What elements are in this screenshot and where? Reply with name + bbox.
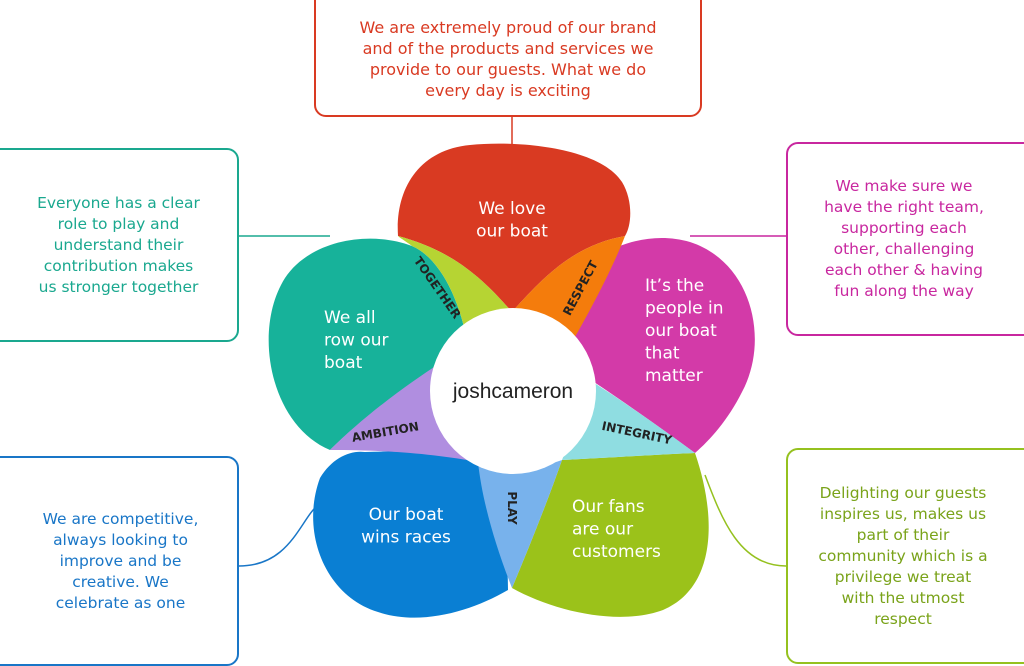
petal-bottom-right (512, 453, 709, 617)
petal-left (268, 238, 468, 450)
connector-bottom-right (704, 474, 787, 567)
description-box-left-text: Everyone has a clear role to play and un… (37, 193, 200, 296)
description-box-left: Everyone has a clear role to play and un… (0, 148, 239, 342)
description-box-bottom-left-text: We are competitive, always looking to im… (42, 509, 199, 612)
description-box-right-text: We make sure we have the right team, sup… (824, 177, 984, 300)
description-box-top: We are extremely proud of our brand and … (314, 0, 702, 117)
center-circle (430, 308, 596, 474)
description-box-bottom-right-text: Delighting our guests inspires us, makes… (818, 483, 988, 628)
center-label: joshcameron (452, 380, 573, 403)
lens-play (478, 460, 562, 588)
description-box-right: We make sure we have the right team, sup… (786, 142, 1024, 336)
petal-top (397, 143, 631, 312)
description-box-top-text: We are extremely proud of our brand and … (359, 17, 657, 100)
description-box-bottom-left: We are competitive, always looking to im… (0, 456, 239, 666)
description-box-bottom-right: Delighting our guests inspires us, makes… (786, 448, 1024, 664)
value-play-label: PLAY (505, 491, 519, 525)
petal-bottom-left (313, 451, 508, 618)
connector-bottom-left (238, 504, 319, 567)
